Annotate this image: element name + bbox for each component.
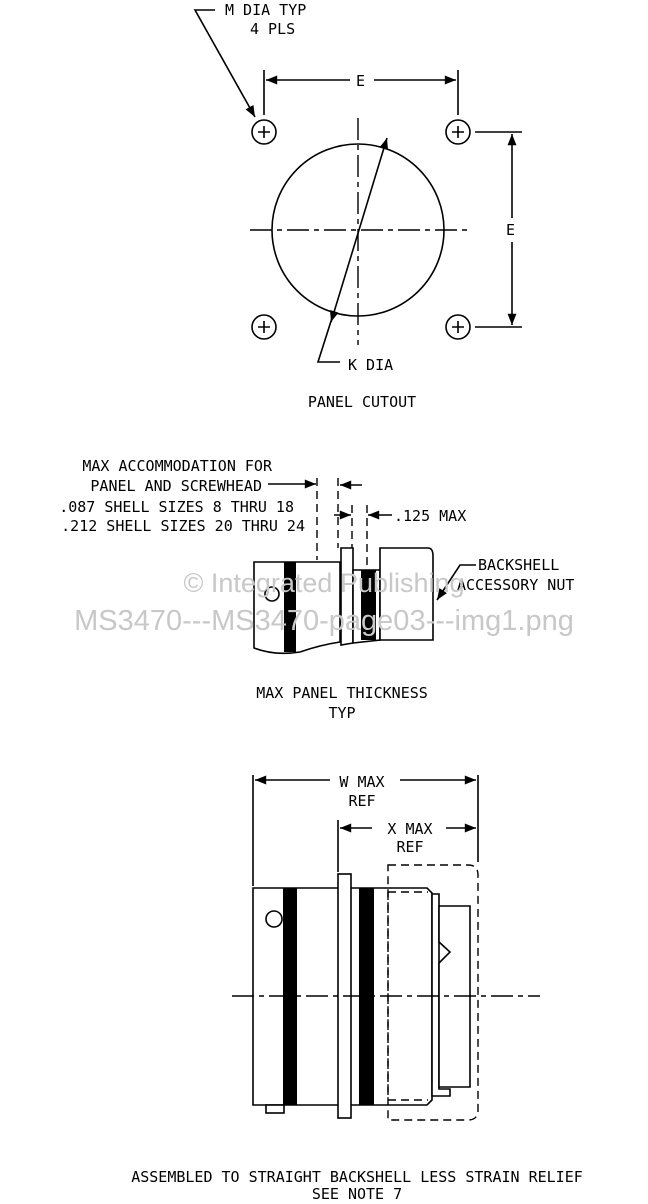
m-dia-label-pls: 4 PLS [250, 20, 295, 38]
backshell-label: BACKSHELL [478, 556, 559, 574]
backshell-outline [387, 864, 479, 1121]
backshell-nut [379, 547, 434, 641]
e-top-label: E [356, 72, 365, 90]
note-line: PANEL AND SCREWHEAD [90, 477, 262, 495]
m-dia-leader [193, 9, 256, 118]
watermark-line1: © Integrated Publishing [183, 568, 464, 598]
assembled-caption: ASSEMBLED TO STRAIGHT BACKSHELL LESS STR… [131, 1168, 583, 1186]
w-ref-label: REF [348, 792, 375, 810]
mounting-holes [251, 119, 471, 340]
assembled-view: W MAX REF X MAX REF ASSEMBLED TO STRAIGH… [131, 773, 583, 1203]
e-right-extension-lines [475, 131, 522, 328]
x-ref-label: REF [396, 838, 423, 856]
note-line: .087 SHELL SIZES 8 THRU 18 [59, 498, 294, 516]
panel-thickness-view: MAX ACCOMMODATION FOR PANEL AND SCREWHEA… [59, 457, 574, 722]
panel-cutout-view: K DIA E E M DIA TYP 4 PLS PANEL CUTOUT [193, 1, 522, 411]
e-extension-lines [263, 70, 459, 115]
k-dia-label: K DIA [348, 356, 393, 374]
m-dia-label: M DIA TYP [225, 1, 306, 19]
panel-cutout-caption: PANEL CUTOUT [308, 393, 416, 411]
mounting-hole [251, 119, 277, 145]
dim-125-max: .125 MAX [394, 507, 466, 525]
mounting-hole [445, 314, 471, 340]
note-line: MAX ACCOMMODATION FOR [82, 457, 273, 475]
assembled-caption-note: SEE NOTE 7 [312, 1185, 402, 1203]
w-max-label: W MAX [339, 773, 384, 791]
mounting-hole [445, 119, 471, 145]
backshell-label: ACCESSORY NUT [457, 576, 574, 594]
panel-thickness-caption: MAX PANEL THICKNESS [256, 684, 428, 702]
centerlines [250, 118, 470, 345]
k-dia-leader [316, 317, 340, 363]
watermark-line2: MS3470---MS3470-page03---img1.png [74, 605, 574, 637]
mounting-hole [251, 314, 277, 340]
k-dia-dimension [329, 137, 389, 323]
e-right-label: E [506, 221, 515, 239]
panel-thickness-caption-typ: TYP [328, 704, 355, 722]
connector-shell [253, 561, 341, 655]
x-max-label: X MAX [387, 820, 432, 838]
note-line: .212 SHELL SIZES 20 THRU 24 [61, 517, 305, 535]
